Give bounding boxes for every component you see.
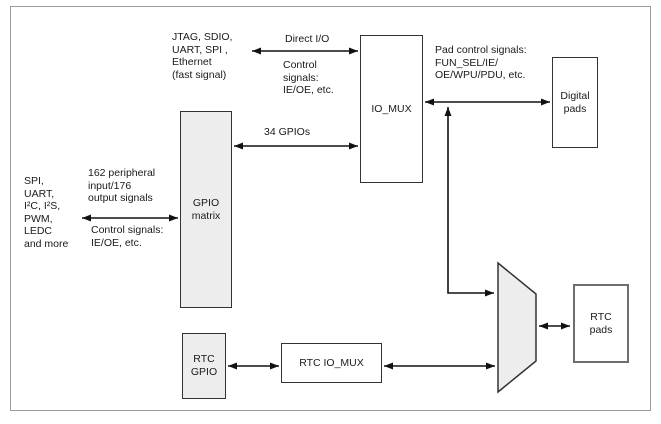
- rtc-pads-block: RTC pads: [573, 284, 629, 363]
- rtc-gpio-block: RTC GPIO: [182, 333, 226, 399]
- fast-signals-label: JTAG, SDIO, UART, SPI , Ethernet (fast s…: [172, 31, 233, 81]
- pad-control-label: Pad control signals: FUN_SEL/IE/ OE/WPU/…: [435, 44, 527, 82]
- direct-io-label: Direct I/O: [285, 33, 330, 45]
- gpio-matrix-block: GPIO matrix: [180, 111, 232, 308]
- digital-pads-block: Digital pads: [552, 57, 598, 148]
- gpios-34-label: 34 GPIOs: [264, 126, 311, 138]
- io-mux-block: IO_MUX: [360, 35, 423, 183]
- control-signals-left-label: Control signals: IE/OE, etc.: [91, 224, 164, 249]
- control-signals-top-label: Control signals: IE/OE, etc.: [283, 59, 334, 97]
- peripheral-count-label: 162 peripheral input/176 output signals: [88, 167, 156, 205]
- rtc-mux-trapezoid: [497, 261, 537, 394]
- rtc-io-mux-block: RTC IO_MUX: [281, 343, 382, 383]
- peripherals-label: SPI, UART, I²C, I²S, PWM, LEDC and more: [24, 175, 69, 250]
- pad-control-to-mux-branch-arrow: [444, 107, 494, 297]
